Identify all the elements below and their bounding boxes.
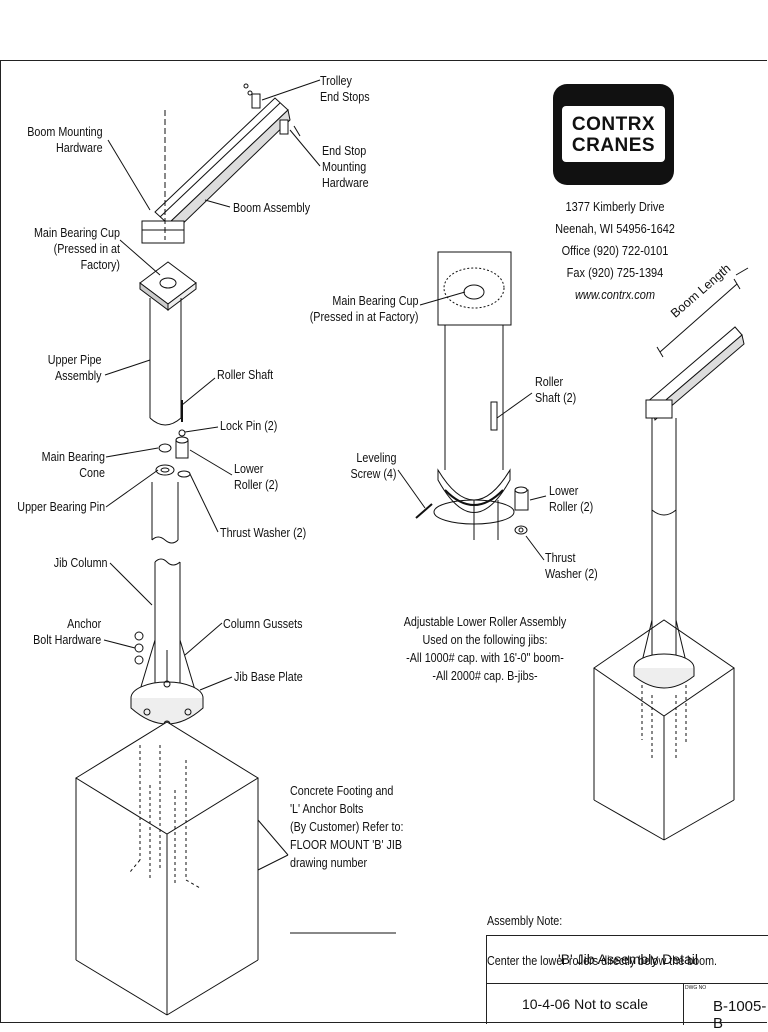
jib-base-plate-part bbox=[130, 680, 204, 728]
assembly-note-heading: Assembly Note: bbox=[487, 914, 563, 928]
label-detail-lower-roller: Lower Roller (2) bbox=[549, 484, 594, 514]
label-main-bearing-cup: Main Bearing Cup (Pressed in at Factory) bbox=[33, 226, 120, 272]
label-jib-base-plate: Jib Base Plate bbox=[234, 670, 303, 684]
label-lock-pin: Lock Pin (2) bbox=[220, 419, 278, 433]
label-trolley-end-stops: Trolley End Stops bbox=[320, 74, 370, 104]
detail-bearing-cup-plate bbox=[437, 251, 512, 326]
assembly-note: Assembly Note: Center the lower rollers … bbox=[487, 891, 717, 991]
label-upper-pipe-assembly: Upper Pipe Assembly bbox=[48, 353, 102, 383]
fax-number: Fax (920) 725-1394 bbox=[566, 266, 664, 280]
detail-pipe bbox=[444, 325, 504, 470]
label-concrete-footing: Concrete Footing and 'L' Anchor Bolts (B… bbox=[290, 784, 404, 870]
label-upper-bearing-pin: Upper Bearing Pin bbox=[17, 500, 105, 514]
logo-inner-panel: CONTRX CRANES bbox=[562, 106, 665, 162]
title-block: 'B' Jib Assembly Detail 10-4-06 Not to s… bbox=[486, 935, 768, 1032]
label-anchor-bolt-hardware: Anchor Bolt Hardware bbox=[32, 617, 101, 647]
label-lower-roller: Lower Roller (2) bbox=[234, 462, 279, 492]
adjustable-roller-note: Adjustable Lower Roller Assembly Used on… bbox=[403, 615, 567, 683]
title-row: 'B' Jib Assembly Detail bbox=[487, 936, 768, 984]
date-and-scale: 10-4-06 Not to scale bbox=[521, 996, 649, 1012]
trolley-end-stops-part bbox=[243, 83, 301, 137]
adjustable-lower-roller-frame bbox=[415, 468, 515, 540]
company-address: 1377 Kimberly Drive Neenah, WI 54956-164… bbox=[549, 196, 681, 306]
lower-roller-part bbox=[175, 436, 191, 478]
contrx-cranes-logo: CONTRX CRANES bbox=[553, 84, 674, 185]
assembled-jib bbox=[633, 267, 749, 689]
title-block-divider bbox=[683, 984, 684, 1025]
boom-assembly-part bbox=[141, 97, 291, 244]
address-city: Neenah, WI 54956-1642 bbox=[555, 222, 675, 236]
upper-pipe-part bbox=[149, 298, 183, 426]
label-main-bearing-cone: Main Bearing Cone bbox=[41, 450, 105, 480]
website-link[interactable]: www.contrx.com bbox=[574, 288, 656, 302]
label-end-stop-mounting-hardware: End Stop Mounting Hardware bbox=[322, 144, 369, 190]
logo-text: CONTRX CRANES bbox=[571, 114, 656, 156]
drawing-title: 'B' Jib Assembly Detail bbox=[558, 951, 698, 967]
label-roller-shaft: Roller Shaft bbox=[217, 368, 274, 382]
leader-lines-middle bbox=[397, 291, 547, 561]
address-street: 1377 Kimberly Drive bbox=[565, 200, 665, 214]
label-detail-roller-shaft: Roller Shaft (2) bbox=[535, 375, 577, 405]
detail-roller-and-washer bbox=[514, 486, 529, 535]
label-detail-thrust-washer: Thrust Washer (2) bbox=[545, 551, 598, 581]
label-jib-column: Jib Column bbox=[54, 556, 108, 570]
leader-lines-left bbox=[103, 79, 396, 934]
label-boom-assembly: Boom Assembly bbox=[233, 201, 311, 215]
office-phone: Office (920) 722-0101 bbox=[561, 244, 669, 258]
assembly-note-text: Center the lower rollers directly below … bbox=[487, 954, 718, 968]
label-detail-main-bearing-cup: Main Bearing Cup (Pressed in at Factory) bbox=[309, 294, 418, 324]
label-leveling-screw: Leveling Screw (4) bbox=[350, 451, 396, 481]
label-boom-mounting-hardware: Boom Mounting Hardware bbox=[27, 125, 103, 155]
drawing-number: B-1005-B bbox=[713, 998, 767, 1032]
concrete-footing-left bbox=[75, 721, 259, 1016]
concrete-footing-right bbox=[593, 619, 735, 841]
jib-column-part bbox=[151, 482, 181, 662]
main-bearing-cup-part bbox=[139, 261, 197, 311]
drawing-sheet-border bbox=[0, 60, 767, 1023]
anchor-bolt-hardware-part bbox=[134, 631, 144, 665]
label-thrust-washer: Thrust Washer (2) bbox=[220, 526, 307, 540]
bearing-cone-and-pin bbox=[155, 429, 186, 476]
label-column-gussets: Column Gussets bbox=[223, 617, 303, 631]
drawing-number-label: DWG NO bbox=[685, 985, 707, 991]
